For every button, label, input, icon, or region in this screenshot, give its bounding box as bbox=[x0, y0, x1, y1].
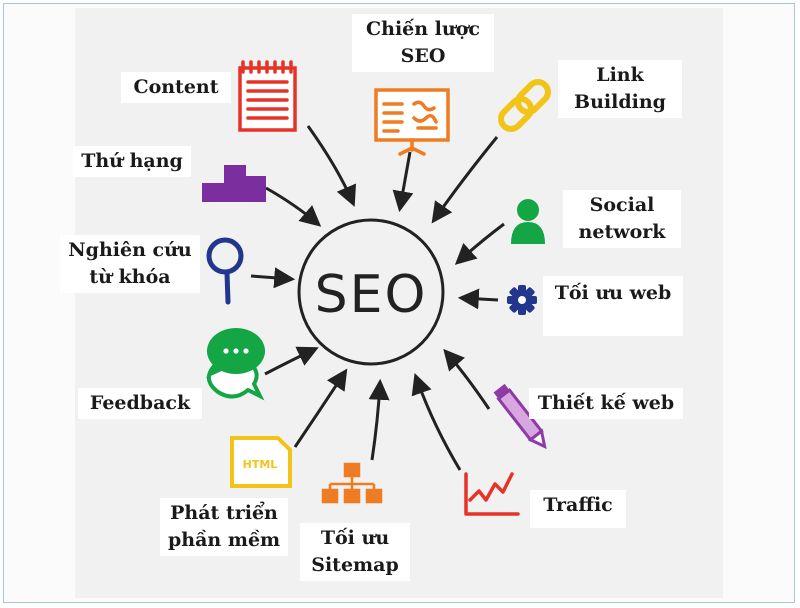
html-file-icon: HTML bbox=[230, 436, 292, 488]
pencil-icon bbox=[493, 383, 547, 450]
arrow-sitemap bbox=[368, 378, 390, 461]
arrow-nghien-cuu bbox=[250, 267, 296, 289]
label-chien-luoc-seo: Chiến lược SEO bbox=[352, 14, 494, 72]
arrows bbox=[250, 125, 505, 471]
label-content: Content bbox=[121, 72, 231, 103]
line-chart-icon bbox=[464, 472, 520, 516]
seo-center: SEO bbox=[297, 218, 445, 366]
arrow-thiet-ke-web bbox=[443, 348, 491, 410]
seo-center-circle bbox=[297, 218, 445, 366]
seo-center-label: SEO bbox=[315, 265, 428, 325]
arrow-thu-hang bbox=[265, 186, 322, 227]
arrow-chien-luoc bbox=[392, 151, 414, 213]
label-thiet-ke-web: Thiết kế web bbox=[529, 388, 683, 419]
arrow-feedback bbox=[264, 346, 319, 376]
label-thu-hang: Thứ hạng bbox=[73, 146, 191, 177]
label-social-network: Social network bbox=[563, 190, 681, 248]
arrow-traffic bbox=[411, 373, 462, 471]
label-traffic: Traffic bbox=[530, 490, 626, 528]
label-link-building: Link Building bbox=[558, 60, 682, 118]
person-icon bbox=[511, 199, 545, 244]
label-toi-uu-web: Tối ưu web bbox=[543, 276, 683, 336]
presentation-board-icon bbox=[374, 88, 450, 156]
html-file-label: HTML bbox=[243, 458, 278, 471]
label-feedback: Feedback bbox=[78, 388, 202, 419]
label-nghien-cuu-tu-khoa: Nghiên cứu từ khóa bbox=[60, 235, 200, 293]
magnifier-icon bbox=[206, 237, 244, 305]
gear-icon bbox=[507, 285, 537, 315]
label-toi-uu-sitemap: Tối ưu Sitemap bbox=[300, 523, 410, 581]
chain-link-icon bbox=[498, 79, 551, 132]
arrow-link-building bbox=[431, 136, 499, 224]
sitemap-icon bbox=[321, 462, 383, 504]
ranking-podium-icon bbox=[202, 165, 266, 202]
arrow-social bbox=[454, 222, 505, 265]
chat-bubbles-icon bbox=[206, 328, 265, 401]
arrow-phat-trien bbox=[293, 368, 348, 448]
label-phat-trien-phan-mem: Phát triển phần mềm bbox=[160, 498, 288, 556]
notepad-icon bbox=[238, 60, 297, 132]
arrow-toi-uu-web bbox=[457, 288, 499, 310]
arrow-content bbox=[306, 125, 357, 207]
